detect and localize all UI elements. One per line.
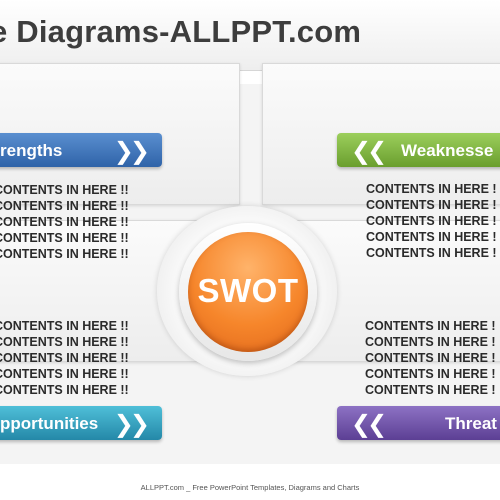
strengths-label-bar: rengths ❯❯ — [0, 133, 162, 167]
weaknesses-label: Weaknesse — [401, 141, 494, 160]
list-item: CONTENTS IN HERE ! — [365, 319, 496, 333]
list-item: CONTENTS IN HERE !! — [0, 247, 129, 261]
opportunities-list: CONTENTS IN HERE !! CONTENTS IN HERE !! … — [0, 318, 129, 398]
list-item: CONTENTS IN HERE !! — [0, 215, 129, 229]
list-item: CONTENTS IN HERE !! — [0, 231, 129, 245]
footer-credit: ALLPPT.com _ Free PowerPoint Templates, … — [140, 483, 360, 492]
list-item: CONTENTS IN HERE ! — [365, 383, 496, 397]
list-item: CONTENTS IN HERE ! — [365, 351, 496, 365]
weaknesses-list: CONTENTS IN HERE ! CONTENTS IN HERE ! CO… — [366, 181, 497, 261]
list-item: CONTENTS IN HERE ! — [366, 246, 497, 260]
opportunities-label-bar: pportunities ❯❯ — [0, 406, 162, 440]
chevron-left-icon: ❮❮ — [351, 138, 387, 165]
list-item: CONTENTS IN HERE !! — [0, 183, 129, 197]
title-bar: e Diagrams-ALLPPT.com — [0, 0, 500, 71]
list-item: CONTENTS IN HERE ! — [366, 214, 497, 228]
center-swot-circle — [188, 232, 308, 352]
strengths-label: rengths — [0, 141, 63, 160]
list-item: CONTENTS IN HERE !! — [0, 383, 129, 397]
page-title: e Diagrams-ALLPPT.com — [0, 14, 362, 49]
threats-label-bar: ❮❮ Threat — [337, 406, 500, 440]
list-item: CONTENTS IN HERE !! — [0, 199, 129, 213]
opportunities-label: pportunities — [0, 414, 99, 433]
chevron-left-icon: ❮❮ — [351, 411, 387, 438]
center-label: SWOT — [197, 272, 299, 309]
list-item: CONTENTS IN HERE !! — [0, 367, 129, 381]
list-item: CONTENTS IN HERE ! — [366, 230, 497, 244]
list-item: CONTENTS IN HERE !! — [0, 319, 129, 333]
list-item: CONTENTS IN HERE ! — [366, 182, 497, 196]
chevron-right-icon: ❯❯ — [113, 138, 150, 165]
list-item: CONTENTS IN HERE ! — [365, 335, 496, 349]
list-item: CONTENTS IN HERE !! — [0, 351, 129, 365]
list-item: CONTENTS IN HERE !! — [0, 335, 129, 349]
weaknesses-label-bar: ❮❮ Weaknesse — [337, 133, 500, 167]
list-item: CONTENTS IN HERE ! — [365, 367, 496, 381]
threats-list: CONTENTS IN HERE ! CONTENTS IN HERE ! CO… — [365, 318, 496, 398]
list-item: CONTENTS IN HERE ! — [366, 198, 497, 212]
chevron-right-icon: ❯❯ — [113, 411, 150, 438]
strengths-list: CONTENTS IN HERE !! CONTENTS IN HERE !! … — [0, 182, 129, 262]
threats-label: Threat — [445, 414, 497, 433]
